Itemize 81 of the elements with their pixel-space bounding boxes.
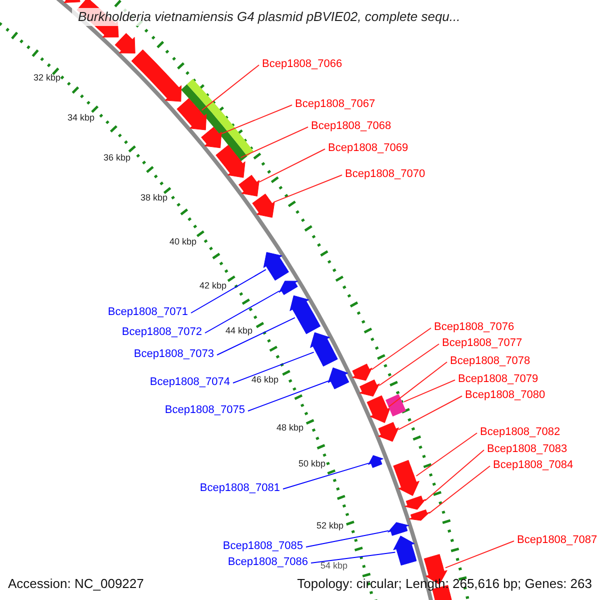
gene-feature	[201, 126, 222, 148]
gene-label: Bcep1808_7084	[493, 459, 574, 472]
scale-label: 54 kbp	[320, 560, 348, 572]
gene-feature	[393, 460, 420, 496]
scale-label: 46 kbp	[251, 374, 279, 386]
gene-label: Bcep1808_7067	[295, 98, 376, 111]
gene-feature	[176, 98, 207, 130]
feature-band	[181, 78, 254, 162]
gene-feature	[290, 295, 321, 334]
gene-label: Bcep1808_7080	[465, 389, 546, 402]
gene-label: Bcep1808_7076	[434, 321, 514, 334]
gene-label: Bcep1808_7077	[442, 337, 522, 350]
gene-label: Bcep1808_7075	[164, 404, 245, 417]
scale-label: 36 kbp	[103, 152, 131, 164]
gene-feature	[366, 395, 390, 424]
leader-line	[371, 328, 432, 370]
gene-feature	[131, 49, 182, 102]
leader-line	[310, 552, 396, 564]
accession-text: Accession: NC_009227	[8, 576, 144, 592]
gene-feature	[278, 280, 298, 296]
gene-feature	[404, 496, 426, 510]
gene-label: Bcep1808_7074	[150, 376, 230, 389]
leader-line	[378, 344, 440, 386]
gene-block	[386, 394, 406, 416]
gene-label: Bcep1808_7069	[328, 142, 408, 155]
gene-feature	[263, 252, 289, 281]
scale-label: 38 kbp	[140, 192, 168, 204]
gene-label: Bcep1808_7066	[262, 58, 342, 71]
leader-line	[240, 126, 308, 158]
gene-feature	[408, 509, 430, 521]
leader-line	[216, 317, 296, 356]
gene-label: Bcep1808_7070	[345, 168, 426, 181]
gene-label: Bcep1808_7082	[480, 426, 560, 439]
leader-line	[201, 64, 260, 111]
gene-feature	[368, 455, 384, 468]
gene-feature	[238, 174, 260, 196]
gene-feature	[114, 33, 136, 54]
gene-feature	[252, 194, 275, 218]
gene-feature	[359, 379, 380, 397]
gene-feature	[388, 522, 410, 536]
gene-feature	[352, 364, 372, 381]
gene-label: Bcep1808_7083	[487, 443, 568, 456]
scale-label: 42 kbp	[199, 280, 227, 292]
gene-feature	[216, 144, 246, 178]
leader-line	[221, 104, 292, 134]
gene-feature	[393, 536, 417, 566]
leader-line	[232, 352, 314, 384]
gene-label: Bcep1808_7072	[122, 326, 202, 339]
gene-label: Bcep1808_7086	[228, 556, 308, 569]
gene-label: Bcep1808_7085	[222, 540, 303, 553]
leader-line	[404, 380, 456, 402]
leader-line	[248, 380, 329, 412]
gene-label: Bcep1808_7087	[517, 534, 598, 547]
scale-label: 32 kbp	[33, 72, 61, 84]
leader-line	[416, 432, 478, 476]
scale-label: 34 kbp	[67, 112, 95, 124]
gene-label: Bcep1808_7078	[450, 355, 530, 368]
leader-line	[428, 466, 490, 514]
scale-label: 40 kbp	[169, 236, 197, 248]
scale-label: 50 kbp	[298, 458, 326, 470]
leader-line	[444, 540, 514, 568]
gene-feature	[378, 422, 399, 442]
leader-line	[282, 462, 370, 490]
gene-feature	[328, 367, 350, 390]
leader-line	[388, 362, 448, 408]
gene-feature	[310, 332, 338, 367]
leader-line	[398, 396, 462, 430]
scale-label: 52 kbp	[316, 520, 344, 532]
scale-label: 44 kbp	[225, 326, 253, 336]
scale-label: 48 kbp	[276, 422, 304, 434]
gene-label: Bcep1808_7068	[311, 120, 392, 133]
gene-label: Bcep1808_7079	[458, 373, 538, 386]
leader-line	[424, 450, 484, 502]
gene-label: Bcep1808_7071	[108, 306, 188, 319]
leader-line	[306, 530, 390, 548]
leader-line	[273, 174, 342, 203]
leader-line	[204, 290, 280, 334]
leader-line	[258, 148, 326, 183]
gene-label: Bcep1808_7081	[200, 482, 280, 495]
gene-label: Bcep1808_7073	[134, 348, 214, 361]
leader-line	[190, 269, 266, 314]
